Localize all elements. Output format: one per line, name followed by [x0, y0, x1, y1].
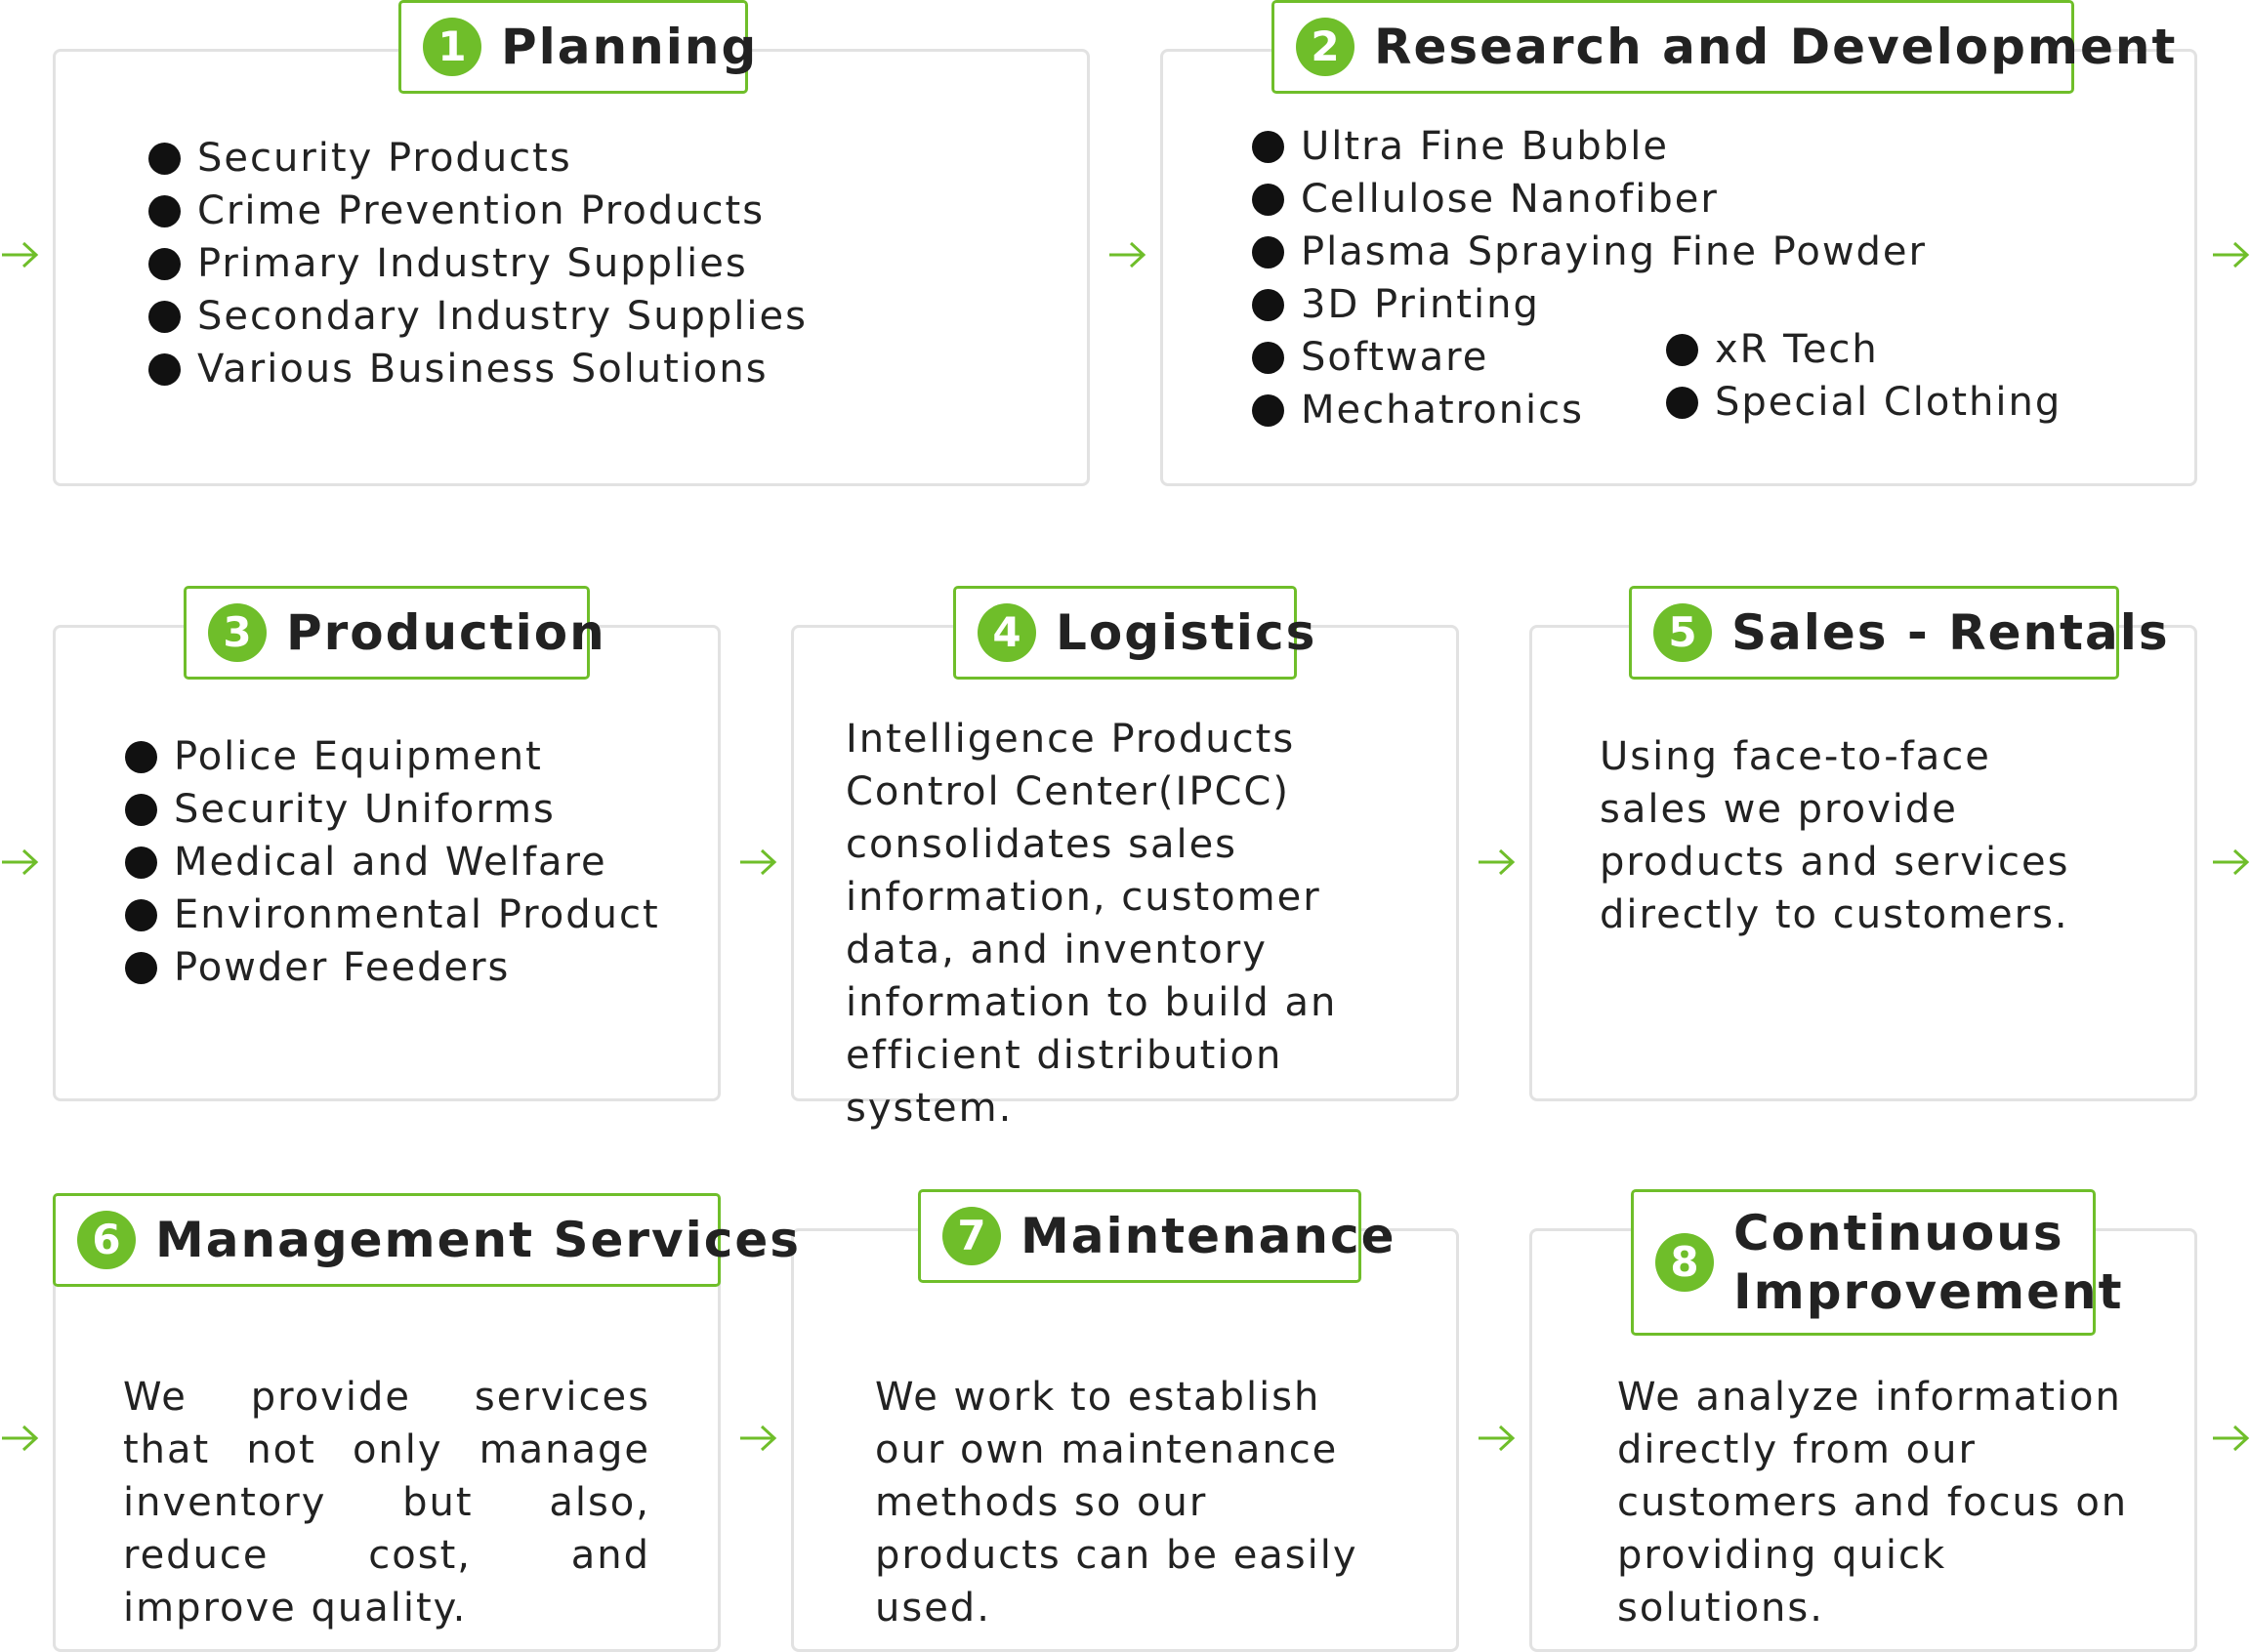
list-item: Various Business Solutions: [148, 343, 808, 395]
arrow-right-icon: [1109, 241, 1146, 268]
step-card-planning: [53, 49, 1090, 486]
arrow-right-icon: [2, 848, 39, 876]
step-number-badge: 3: [208, 603, 267, 662]
list-item: Primary Industry Supplies: [148, 237, 808, 290]
step-title: Planning: [501, 19, 759, 75]
step-title: Sales - Rentals: [1731, 604, 2170, 661]
step-header-sales-rentals: 5 Sales - Rentals: [1629, 586, 2168, 680]
arrow-right-icon: [1479, 1425, 1516, 1452]
list-item: Security Uniforms: [125, 783, 660, 836]
step-card-logistics: [791, 625, 1459, 1101]
step-title: Logistics: [1056, 604, 1317, 661]
list-item: Environmental Product: [125, 888, 660, 941]
step-title: Continuous Improvement: [1733, 1205, 2124, 1320]
step-number-badge: 6: [77, 1211, 136, 1269]
rd-item-list: Ultra Fine Bubble Cellulose Nanofiber Pl…: [1252, 120, 1927, 436]
list-item: Plasma Spraying Fine Powder: [1252, 226, 1927, 278]
step-number-badge: 7: [942, 1207, 1001, 1265]
step-card-maintenance: [791, 1228, 1459, 1652]
list-item: Crime Prevention Products: [148, 185, 808, 237]
list-item: Security Products: [148, 132, 808, 185]
step-title: Production: [286, 604, 606, 661]
step-header-continuous-improvement: 8 Continuous Improvement: [1631, 1189, 2122, 1336]
arrow-right-icon: [2213, 1425, 2250, 1452]
continuous-improvement-description: We analyze information directly from our…: [1617, 1375, 2129, 1631]
list-item: 3D Printing: [1252, 278, 1927, 331]
step-number-badge: 8: [1655, 1233, 1714, 1292]
list-item: Secondary Industry Supplies: [148, 290, 808, 343]
step-title: Management Services: [155, 1212, 802, 1268]
list-item: xR Tech: [1666, 323, 2062, 376]
list-item: Medical and Welfare: [125, 836, 660, 888]
list-item: Mechatronics: [1252, 384, 1927, 436]
step-title: Maintenance: [1021, 1208, 1396, 1264]
production-item-list: Police Equipment Security Uniforms Medic…: [125, 730, 660, 994]
step-number-badge: 2: [1296, 18, 1354, 76]
list-item: Ultra Fine Bubble: [1252, 120, 1927, 173]
logistics-description: Intelligence Products Control Center(IPC…: [846, 717, 1338, 1131]
step-card-production: [53, 625, 721, 1101]
arrow-right-icon: [740, 848, 777, 876]
arrow-right-icon: [740, 1425, 777, 1452]
planning-item-list: Security Products Crime Prevention Produ…: [148, 132, 808, 395]
management-services-description: We provide services that not only manage…: [123, 1375, 650, 1631]
list-item: Special Clothing: [1666, 376, 2062, 429]
step-number-badge: 1: [423, 18, 481, 76]
rd-extra-item-list: xR Tech Special Clothing: [1666, 323, 2062, 429]
step-card-sales-rentals: [1529, 625, 2197, 1101]
step-header-production: 3 Production: [184, 586, 604, 680]
list-item: Police Equipment: [125, 730, 660, 783]
step-title: Research and Development: [1374, 19, 2178, 75]
arrow-right-icon: [2213, 848, 2250, 876]
step-header-planning: 1 Planning: [398, 0, 756, 94]
list-item: Software: [1252, 331, 1927, 384]
arrow-right-icon: [2, 1425, 39, 1452]
step-number-badge: 4: [978, 603, 1036, 662]
step-header-maintenance: 7 Maintenance: [918, 1189, 1395, 1283]
arrow-right-icon: [2213, 241, 2250, 268]
step-header-research-and-development: 2 Research and Development: [1271, 0, 2175, 94]
step-card-management-services: [53, 1228, 721, 1652]
step-number-badge: 5: [1653, 603, 1712, 662]
arrow-right-icon: [1479, 848, 1516, 876]
step-header-management-services: 6 Management Services: [53, 1193, 799, 1287]
maintenance-description: We work to establish our own maintenance…: [875, 1375, 1358, 1631]
step-header-logistics: 4 Logistics: [953, 586, 1314, 680]
list-item: Powder Feeders: [125, 941, 660, 994]
sales-rentals-description: Using face-to-face sales we provide prod…: [1600, 734, 2070, 937]
list-item: Cellulose Nanofiber: [1252, 173, 1927, 226]
arrow-right-icon: [2, 241, 39, 268]
